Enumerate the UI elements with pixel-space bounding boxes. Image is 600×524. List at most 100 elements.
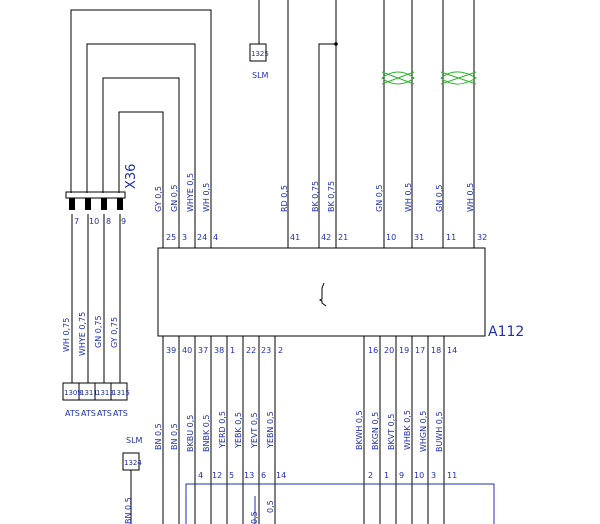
pin-number: 32: [477, 233, 487, 242]
pin-number: 2: [368, 471, 373, 480]
wire-label: YERD 0,5: [218, 411, 227, 449]
slm-splices: 1325 SLM 1324 SLM BN 0,5: [122, 0, 269, 524]
wire-label: BN 0,5: [154, 423, 163, 450]
wire-label: BK 0,75: [311, 181, 320, 212]
wire-label: BUWH 0,5: [435, 411, 444, 452]
splice-id: 1315: [112, 389, 130, 397]
lower-wire-labels: BN 0,5 BN 0,5 BKBU 0,5 BNBK 0,5 YERD 0,5…: [154, 410, 444, 452]
lower-pin-numbers: 39 40 37 38 1 22 23 2 16 20 19 17 18 14: [166, 346, 457, 355]
wire-label: GN 0,5: [170, 185, 179, 212]
splice-label: ATS: [81, 409, 96, 418]
wire-label: WH 0,5: [404, 183, 413, 212]
pin-number: 31: [414, 233, 424, 242]
splice-label: ATS: [65, 409, 80, 418]
upper-wires: [287, 0, 475, 248]
splice-label: ATS: [113, 409, 128, 418]
pin-number: 23: [261, 346, 271, 355]
wire-label: WH 0,5: [466, 183, 475, 212]
pin-number: 12: [212, 471, 222, 480]
pin-number: 42: [321, 233, 331, 242]
upper-wire-labels: GY 0,5 GN 0,5 WHYE 0,5 WH 0,5 RD 0,5 BK …: [154, 173, 475, 212]
wire-label: GN 0,5: [435, 185, 444, 212]
wire-label: GY 0,5: [154, 186, 163, 212]
pin-number: 19: [399, 346, 409, 355]
x36-pin-7: 7: [74, 217, 79, 226]
pin-number: 21: [338, 233, 348, 242]
pin-number: 1: [384, 471, 389, 480]
wire-label: BNBK 0,5: [202, 415, 211, 452]
pin-number: 14: [447, 346, 457, 355]
x36-pin-8: 8: [106, 217, 111, 226]
wire-label: YEBN 0,5: [266, 411, 275, 449]
wire-label: 0,5: [266, 500, 275, 513]
pin-number: 10: [386, 233, 396, 242]
wire-label: BKVT 0,5: [387, 414, 396, 450]
twisted-pair-icon: [440, 71, 477, 85]
splice-id: 1309: [64, 389, 82, 397]
lower-connector-pins: 4 12 5 13 6 14 2 1 9 10 3 11: [198, 471, 457, 480]
wire-label: BK 0,75: [327, 181, 336, 212]
pin-number: 16: [368, 346, 378, 355]
splice-id: 1313: [96, 389, 114, 397]
pin-number: 4: [198, 471, 203, 480]
x36-wire-labels: WH 0,75 WHYE 0,75 GN 0,75 GY 0,75: [62, 312, 119, 356]
x36-wire-label: GY 0,75: [110, 317, 119, 348]
splice-label: SLM: [126, 436, 143, 445]
module-label: A112: [488, 324, 524, 340]
pin-number: 11: [447, 471, 457, 480]
x36-label: X36: [124, 164, 139, 189]
pin-number: 10: [414, 471, 424, 480]
pin-number: 25: [166, 233, 176, 242]
pin-number: 38: [214, 346, 224, 355]
x36-wire-label: GN 0,75: [94, 315, 103, 348]
x36-wire-label: WH 0,75: [62, 318, 71, 352]
module-symbol-icon: [318, 282, 327, 307]
wire-label: BKWH 0,5: [355, 410, 364, 450]
ats-splices: 1309 1311 1313 1315 ATS ATS ATS ATS: [62, 382, 130, 418]
pin-number: 24: [197, 233, 207, 242]
pin-number: 9: [399, 471, 404, 480]
connector-x36: X36 7 10 8 9: [65, 164, 139, 226]
pin-number: 14: [276, 471, 286, 480]
wire-label: BN 0,5: [170, 423, 179, 450]
wire-label: GN 0,5: [375, 185, 384, 212]
pin-number: 18: [431, 346, 441, 355]
pin-number: 13: [244, 471, 254, 480]
pin-number: 22: [246, 346, 256, 355]
pin-number: 5: [229, 471, 234, 480]
wire-label: RD 0,5: [280, 185, 289, 212]
splice-id: 1325: [251, 50, 269, 58]
lower-wires: [162, 336, 445, 524]
splice-id: 1311: [80, 389, 98, 397]
pin-number: 40: [182, 346, 192, 355]
splice-id: 1324: [124, 459, 142, 467]
pin-number: 1: [230, 346, 235, 355]
splice-label: ATS: [97, 409, 112, 418]
upper-pin-numbers: 25 3 24 4 41 42 21 10 31 11 32: [166, 233, 487, 242]
pin-number: 6: [261, 471, 266, 480]
module-a112: A112: [157, 247, 524, 340]
wire-label: YEVT 0,5: [250, 412, 259, 449]
pin-number: 37: [198, 346, 208, 355]
wire-label: BKBU 0,5: [186, 415, 195, 452]
pin-number: 17: [415, 346, 425, 355]
wire-label: YEBK 0,5: [234, 412, 243, 449]
pin-number: 3: [182, 233, 187, 242]
wire-label: WHGN 0,5: [419, 411, 428, 452]
lower-connector: 0,5 0,5: [185, 483, 495, 524]
wire-label: BKGN 0,5: [371, 412, 380, 450]
pin-number: 4: [213, 233, 218, 242]
pin-number: 39: [166, 346, 176, 355]
wire-label: 0,5: [250, 511, 259, 524]
wire-label: WH 0,5: [202, 183, 211, 212]
x36-pin-10: 10: [89, 217, 99, 226]
pin-number: 11: [446, 233, 456, 242]
wire-label: BN 0,5: [124, 497, 133, 524]
wire-label: WHBK 0,5: [403, 410, 412, 450]
pin-number: 20: [384, 346, 394, 355]
pin-number: 41: [290, 233, 300, 242]
pin-number: 2: [278, 346, 283, 355]
x36-loop-wires: [70, 9, 212, 383]
wire-label: WHYE 0,5: [186, 173, 195, 212]
